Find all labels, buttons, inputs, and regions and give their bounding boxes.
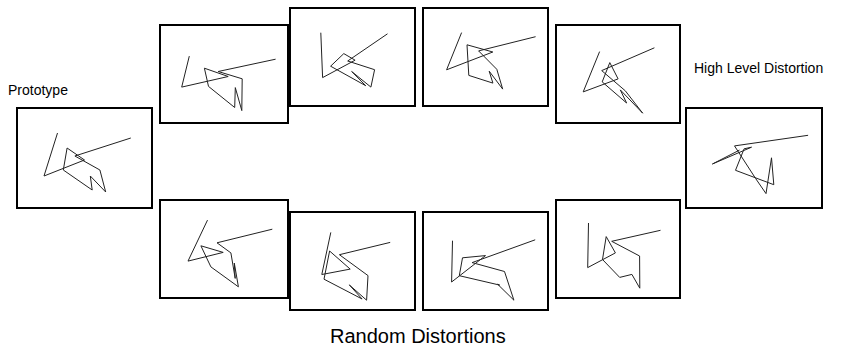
random-distortion-frame — [290, 212, 415, 310]
high-distortion-frame — [686, 108, 822, 208]
random-distortion-figure — [588, 223, 661, 288]
random-distortion-figure — [583, 48, 654, 113]
group-label: Random Distortions — [330, 325, 506, 348]
box-heading: High Level Distortion — [694, 60, 823, 76]
random-distortion-frame — [423, 212, 548, 310]
random-distortion-figure — [322, 232, 390, 300]
random-distortion-frame — [556, 25, 680, 123]
random-distortion-frame — [290, 8, 415, 106]
random-distortion-frame — [556, 200, 680, 298]
random-distortion-figure — [182, 56, 276, 111]
random-distortion-figure — [452, 240, 536, 300]
random-distortion-frame — [160, 200, 288, 298]
prototype-box: Prototype — [17, 108, 152, 208]
random-distortion-figure — [321, 33, 388, 87]
prototype-figure — [44, 133, 131, 192]
random-distortion-figure — [447, 33, 536, 90]
prototype-frame — [17, 108, 152, 208]
random-distortion-frame — [423, 8, 548, 106]
random-distortion-figure — [188, 220, 272, 287]
high-distortion-figure — [712, 135, 808, 193]
random-distortion-frame — [160, 25, 288, 123]
box-heading: Prototype — [8, 82, 68, 98]
high-distortion-box: High Level Distortion — [686, 108, 822, 208]
